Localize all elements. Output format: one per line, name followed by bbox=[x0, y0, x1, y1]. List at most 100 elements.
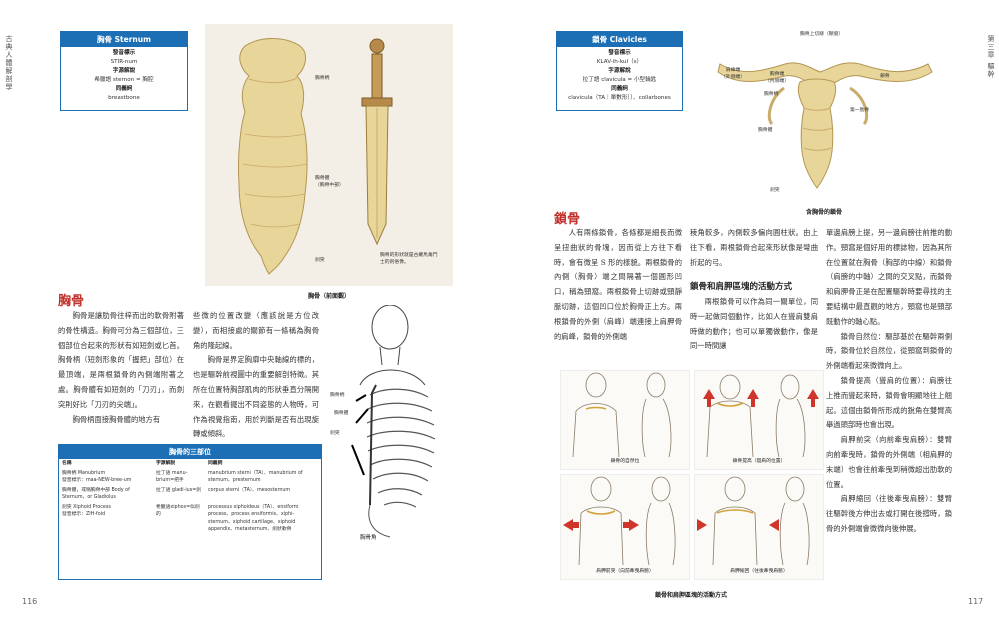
pron-label: 發音標示 bbox=[112, 50, 136, 56]
skeleton-label-xiphoid: 劍突 bbox=[330, 431, 340, 436]
sternum-text-col2: 些微的位置改變（應該說是方位改變），而相接處的關節有一條稱為胸骨角的隆起線。 胸… bbox=[193, 309, 319, 442]
running-head-left: 古典人體解剖學 bbox=[5, 35, 13, 91]
paragraph: 稜角較多，內側較多偏向圓柱狀。由上往下看，兩根鎖骨合起來形狀像是彎曲折起的弓。 bbox=[690, 228, 818, 267]
clavicle-text-col2: 稜角較多，內側較多偏向圓柱狀。由上往下看，兩根鎖骨合起來形狀像是彎曲折起的弓。 bbox=[690, 226, 818, 270]
sword-note: 胸骨的形狀就是古羅馬角鬥士的劍俗像。 bbox=[380, 253, 438, 265]
arrow-inward-icon bbox=[563, 519, 639, 531]
sternum-infobox: 胸骨 Sternum 發音標示 STIR-num 字源解說 希臘語 sterno… bbox=[60, 31, 188, 111]
torso-retraction-icon bbox=[697, 476, 810, 566]
thumbs-main-caption: 鎖骨和肩胛區塊的活動方式 bbox=[654, 592, 727, 599]
heading-sternum: 胸骨 bbox=[58, 294, 85, 309]
clavicle-illustration bbox=[717, 62, 933, 189]
table-cell: manubrium sterni（TA）、manubrium of sternu… bbox=[208, 470, 303, 484]
subheading-movement: 鎖骨和肩胛區塊的活動方式 bbox=[690, 282, 793, 292]
clavicle-text-col3: 單邊肩膀上提，另一邊肩膀往前推的動作。頸窩是個好用的標誌物，因為其所在位置就在胸… bbox=[826, 226, 952, 537]
paragraph: 鎖骨提高（聳肩的位置）：肩膀往上推而聳起來時，鎖骨會明顯地往上翹起。這個由鎖骨所… bbox=[826, 375, 952, 430]
page-number-right: 117 bbox=[968, 597, 984, 606]
page-number-left: 116 bbox=[22, 597, 38, 606]
thumb-protraction: 肩胛前突（向前牽曳肩膀） bbox=[560, 474, 690, 580]
table: 名稱 字源解說 同義詞 胸骨柄 Manubrium 發音標示：maa-NEW-b… bbox=[59, 459, 321, 535]
syn-value: clavicula（TA｜單數形｝）、collarbones bbox=[568, 95, 671, 101]
paragraph: 些微的位置改變（應該說是方位改變），而相接處的關節有一條稱為胸骨角的隆起線。 bbox=[193, 311, 319, 350]
thumb-retraction: 肩胛縮回（往後牽曳肩膀） bbox=[694, 474, 824, 580]
table-cell: processus xiphoideus（TA）、ensiform proces… bbox=[208, 504, 299, 533]
table-cell: 希臘語xiphos=似劍的 bbox=[156, 504, 200, 518]
paragraph: 胸骨是讓肋骨往梓而出的軟骨附著的骨性構造。胸骨可分為三個部位，三個部位合起來的形… bbox=[58, 311, 184, 409]
paragraph: 兩根鎖骨可以作為同一關單位，同時一起做同個動作，比如人在聳肩雙肩時做的動作；也可… bbox=[690, 297, 818, 351]
ribcage-illustration bbox=[351, 304, 436, 538]
table-title: 胸骨的三部位 bbox=[59, 445, 321, 459]
clavicle-text-col1: 人有兩條鎖骨，各條都是細長而微呈扭曲狀的骨塊，因而從上方往下看時，會有微呈 S … bbox=[554, 226, 682, 344]
etym-value: 希臘語 sternon = 胸腔 bbox=[94, 77, 154, 83]
sternum-illustration bbox=[237, 38, 393, 275]
infobox-title: 胸骨 Sternum bbox=[61, 32, 187, 47]
label-sternal-body-right: 胸骨體 bbox=[758, 128, 773, 133]
table-cell: 胸骨體，或稱胸骨中部 Body of Sternum，or Gladiolus bbox=[62, 487, 130, 501]
skeleton-figure: 胸骨柄 胸骨體 劍突 bbox=[330, 304, 450, 545]
clavicle-infobox: 鎖骨 Clavicles 發音標示 KLAV-ih-kul（s） 字源解說 拉丁… bbox=[556, 31, 683, 111]
table-cell: 胸骨柄 Manubrium 發音標示：maa-NEW-bree-um bbox=[62, 470, 132, 484]
table-cell: corpus sterni（TA）、mesosternum bbox=[208, 487, 291, 493]
label-sternal-body: 胸骨體 （胸骨中部） bbox=[315, 176, 344, 188]
label-clavicle: 鎖骨 bbox=[880, 74, 890, 79]
paragraph: 單邊肩膀上提，另一邊肩膀往前推的動作。頸窩是個好用的標誌物，因為其所在位置就在胸… bbox=[826, 228, 952, 326]
pron-label: 發音標示 bbox=[608, 50, 631, 56]
table-header: 字源解說 bbox=[156, 461, 176, 466]
table-header: 名稱 bbox=[62, 461, 72, 466]
label-sternal-end: 胸骨端 （內側端） bbox=[765, 72, 789, 84]
arrow-up-icon bbox=[703, 389, 819, 407]
table-row: 劍突 Xiphoid Process 發音標示：ZIH-foid 希臘語xiph… bbox=[59, 503, 321, 535]
clavicle-figure: 胸骨上切跡（頸窩） 肩峰端 （外側端） 胸骨端 （內側端） 胸骨柄 鎖骨 胸骨體… bbox=[700, 28, 948, 198]
clavicle-caption: 含胸骨的鎖骨 bbox=[805, 209, 842, 216]
sternum-parts-table: 胸骨的三部位 名稱 字源解說 同義詞 胸骨柄 Manubrium 發音標示：ma… bbox=[58, 444, 322, 580]
table-row: 胸骨柄 Manubrium 發音標示：maa-NEW-bree-um 拉丁語 m… bbox=[59, 469, 321, 486]
paragraph: 鎖骨自然位：驅部基於在驅幹兩側時，鎖骨位於自然位，從頸窩到鎖骨的外側端看起來微微… bbox=[826, 331, 952, 371]
syn-value: breastbone bbox=[108, 95, 140, 101]
paragraph: 胸骨柄面接胸骨體的地方有 bbox=[72, 414, 161, 424]
infobox-title: 鎖骨 Clavicles bbox=[557, 32, 682, 47]
thumb-caption: 肩胛前突（向前牽曳肩膀） bbox=[596, 569, 654, 574]
torso-elevation-icon bbox=[703, 374, 819, 458]
pron-value: KLAV-ih-kul（s） bbox=[596, 59, 643, 65]
label-acromial-end: 肩峰端 （外側端） bbox=[721, 68, 745, 80]
paragraph: 人有兩條鎖骨，各條都是細長而微呈扭曲狀的骨塊，因而從上方往下看時，會有微呈 S … bbox=[554, 228, 682, 341]
syn-label: 同義詞 bbox=[611, 86, 628, 92]
thumb-natural-position: 鎖骨的自然位 bbox=[560, 370, 690, 470]
label-xiphoid: 劍突 bbox=[315, 258, 325, 263]
label-first-rib: 第一肋骨 bbox=[850, 108, 870, 113]
label-manubrium: 胸骨柄 bbox=[315, 76, 330, 81]
torso-sketch-icon bbox=[572, 372, 672, 458]
label-jugular-notch: 胸骨上切跡（頸窩） bbox=[800, 32, 844, 37]
movement-thumbnails: 鎖骨的自然位 鎖骨提高（聳肩的位置） bbox=[560, 370, 824, 582]
table-cell: 劍突 Xiphoid Process 發音標示：ZIH-foid bbox=[62, 504, 111, 518]
sternum-figure: 胸骨柄 胸骨體 （胸骨中部） 劍突 胸骨的形狀就是古羅馬角鬥士的劍俗像。 bbox=[205, 24, 453, 286]
syn-label: 同義詞 bbox=[115, 86, 133, 92]
arrow-outward-icon bbox=[697, 519, 779, 531]
sternal-angle-caption: 胸骨角 bbox=[360, 535, 377, 541]
torso-protraction-icon bbox=[563, 476, 676, 566]
thumb-caption: 肩胛縮回（往後牽曳肩膀） bbox=[730, 569, 788, 574]
paragraph: 胸骨是界定胸廓中央軸線的標的，也是驅幹前視圖中的重要解剖特徵。其所在位置特胸部肌… bbox=[193, 355, 319, 439]
thumb-caption: 鎖骨提高（聳肩的位置） bbox=[732, 459, 786, 464]
etym-value: 拉丁語 clavicula = 小型鑰匙 bbox=[582, 77, 657, 83]
table-cell: 拉丁語 manu-brium=把手 bbox=[156, 470, 188, 484]
etym-label: 字源解說 bbox=[608, 68, 631, 74]
skeleton-label-manubrium: 胸骨柄 bbox=[330, 393, 345, 398]
table-row: 胸骨體，或稱胸骨中部 Body of Sternum，or Gladiolus … bbox=[59, 486, 321, 503]
sternum-text-col1: 胸骨是讓肋骨往梓而出的軟骨附著的骨性構造。胸骨可分為三個部位，三個部位合起來的形… bbox=[58, 309, 184, 427]
thumb-caption: 鎖骨的自然位 bbox=[610, 459, 640, 464]
pron-value: STIR-num bbox=[110, 59, 138, 65]
table-cell: 拉丁語 gladi-ius=劍 bbox=[156, 487, 202, 493]
label-xiphoid-right: 劍突 bbox=[770, 188, 780, 193]
heading-clavicles: 鎖骨 bbox=[554, 212, 581, 227]
running-head-right: 第三章 驅幹 bbox=[987, 35, 995, 79]
table-header: 同義詞 bbox=[208, 461, 223, 466]
sternum-caption: 胸骨（前面觀） bbox=[307, 293, 350, 300]
paragraph: 肩胛縮回（往後牽曳肩膀）：雙臂往驅幹後方伸出去或打開在後撐時，鎖骨的外側端會微微… bbox=[826, 494, 952, 533]
clavicle-text-col2b: 兩根鎖骨可以作為同一關單位，同時一起做同個動作，比如人在聳肩雙肩時做的動作；也可… bbox=[690, 295, 818, 354]
etym-label: 字源解說 bbox=[112, 68, 136, 74]
label-manubrium-right: 胸骨柄 bbox=[764, 92, 779, 97]
thumb-elevation: 鎖骨提高（聳肩的位置） bbox=[694, 370, 824, 470]
paragraph: 肩胛前突（向前牽曳肩膀）：雙臂向前牽曳時，鎖骨的外側端（相肩胛的末端）也會往前牽… bbox=[826, 435, 952, 489]
skeleton-label-body: 胸骨體 bbox=[334, 411, 349, 416]
